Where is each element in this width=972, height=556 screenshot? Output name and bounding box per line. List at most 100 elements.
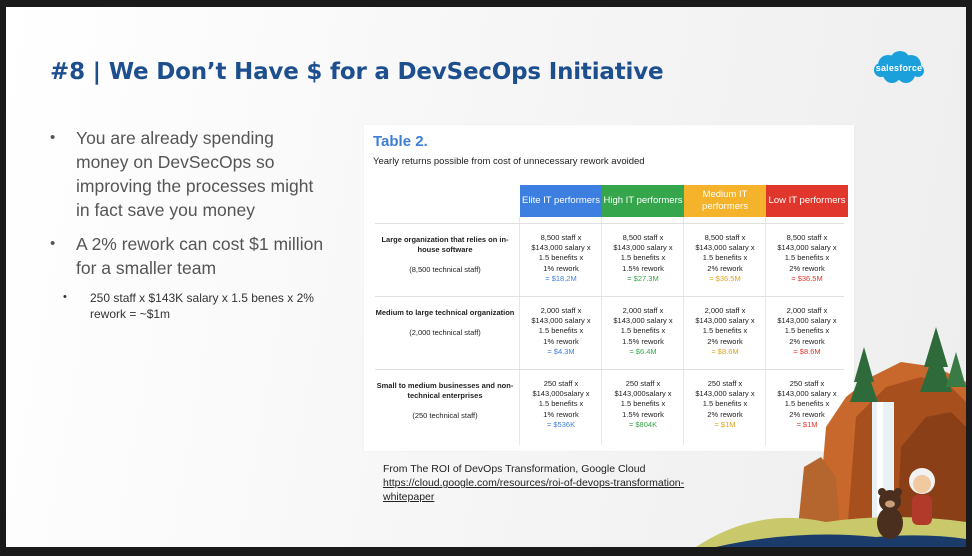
sub-bullet-item: • 250 staff x $143K salary x 1.5 benes x… (46, 290, 326, 322)
cell-line: 2,000 staff x (622, 306, 664, 315)
cell-result: = $6.4M (629, 346, 657, 356)
cell-result: = $536K (546, 419, 576, 429)
bullet-dot: • (50, 235, 56, 252)
cell-line: $143,000 salary x (613, 316, 673, 326)
cell-line: 2% rework (707, 409, 743, 419)
cell-line: $143,000 salary x (777, 316, 837, 326)
row-label-title: Small to medium businesses and non-techn… (376, 381, 514, 400)
cell-result: = $18.2M (545, 273, 577, 283)
cell-line: 2% rework (707, 336, 743, 346)
cell-line: 1.5 benefits x (702, 326, 748, 336)
cell-line: $143,000 salary x (777, 389, 837, 399)
cell-line: 8,500 staff x (622, 233, 664, 242)
column-header: Elite IT performers (520, 185, 602, 217)
cell-result: = $8.6M (793, 346, 821, 356)
rework-returns-table: Table 2. Yearly returns possible from co… (364, 125, 854, 451)
cell-line: 8,500 staff x (704, 233, 746, 242)
column-divider (601, 217, 602, 445)
cell-line: 2,000 staff x (704, 306, 746, 315)
column-divider (683, 217, 684, 445)
cell-result: = $1M (714, 419, 736, 429)
table-subtitle: Yearly returns possible from cost of unn… (373, 156, 645, 167)
cell-line: 1.5 benefits x (538, 326, 584, 336)
cell-result: = $804K (628, 419, 658, 429)
cell-line: $143,000salary x (532, 389, 590, 399)
row-label-count: (8,500 technical staff) (409, 265, 481, 274)
row-label-count: (2,000 technical staff) (409, 328, 481, 337)
source-caption: From The ROI of DevOps Transformation, G… (383, 463, 646, 475)
presentation-slide: #8 | We Don’t Have $ for a DevSecOps Ini… (6, 7, 966, 547)
cell-line: 8,500 staff x (540, 233, 582, 242)
cell-line: 2% rework (789, 263, 825, 273)
cell-line: 1.5% rework (622, 336, 664, 346)
bullet-text: A 2% rework can cost $1 million for a sm… (76, 234, 324, 278)
cell-line: $143,000salary x (614, 389, 672, 399)
bullet-item: • You are already spending money on DevS… (46, 126, 326, 222)
cell-line: 1.5 benefits x (620, 326, 666, 336)
cell-line: $143,000 salary x (695, 243, 755, 253)
column-divider (765, 217, 766, 445)
slide-title: #8 | We Don’t Have $ for a DevSecOps Ini… (50, 59, 664, 85)
cell-line: 1.5% rework (622, 409, 664, 419)
source-citation: From The ROI of DevOps Transformation, G… (383, 462, 723, 504)
cell-line: 2,000 staff x (540, 306, 582, 315)
bullet-item: • A 2% rework can cost $1 million for a … (46, 232, 326, 280)
salesforce-logo: salesforce (873, 50, 925, 86)
row-label-count: (250 technical staff) (412, 411, 478, 420)
cell-line: 2% rework (789, 336, 825, 346)
cell-line: 1.5 benefits x (538, 399, 584, 409)
cell-line: 250 staff x (789, 379, 825, 388)
cell-line: 250 staff x (707, 379, 743, 388)
cell-line: 1% rework (543, 263, 579, 273)
cell-line: 2,000 staff x (786, 306, 828, 315)
bullet-text: You are already spending money on DevSec… (76, 128, 314, 220)
row-label: Medium to large technical organization (2… (375, 308, 515, 337)
cell-line: 1.5 benefits x (784, 326, 830, 336)
cell-line: 1% rework (543, 409, 579, 419)
row-label-title: Medium to large technical organization (375, 308, 515, 317)
cell-line: 8,500 staff x (786, 233, 828, 242)
cell-line: 2% rework (789, 409, 825, 419)
cell-result: = $27.3M (627, 273, 659, 283)
sub-bullet-text: 250 staff x $143K salary x 1.5 benes x 2… (90, 291, 314, 321)
cell-line: $143,000 salary x (695, 316, 755, 326)
cell-line: 1.5% rework (622, 263, 664, 273)
row-divider (375, 369, 844, 370)
table-title: Table 2. (373, 133, 428, 150)
cell-line: 1.5 benefits x (702, 399, 748, 409)
source-link[interactable]: https://cloud.google.com/resources/roi-o… (383, 477, 685, 503)
cell-line: $143,000 salary x (531, 243, 591, 253)
row-divider (375, 296, 844, 297)
row-divider (375, 223, 844, 224)
column-header: High IT performers (602, 185, 684, 217)
cell-line: 1.5 benefits x (620, 399, 666, 409)
column-header: Low IT performers (766, 185, 848, 217)
cell-line: $143,000 salary x (695, 389, 755, 399)
cell-line: 2% rework (707, 263, 743, 273)
bullet-list: • You are already spending money on DevS… (46, 126, 326, 322)
column-header: Medium IT performers (684, 185, 766, 217)
cell-result: = $36.5M (791, 273, 823, 283)
bullet-dot: • (50, 129, 56, 146)
cell-line: 250 staff x (625, 379, 661, 388)
cell-line: 1.5 benefits x (538, 253, 584, 263)
cell-result: = $36.5M (709, 273, 741, 283)
column-divider (519, 217, 520, 445)
cell-line: 1.5 benefits x (784, 253, 830, 263)
cell-line: 1.5 benefits x (702, 253, 748, 263)
cell-line: 1.5 benefits x (620, 253, 666, 263)
cell-line: 1% rework (543, 336, 579, 346)
cell-line: $143,000 salary x (777, 243, 837, 253)
